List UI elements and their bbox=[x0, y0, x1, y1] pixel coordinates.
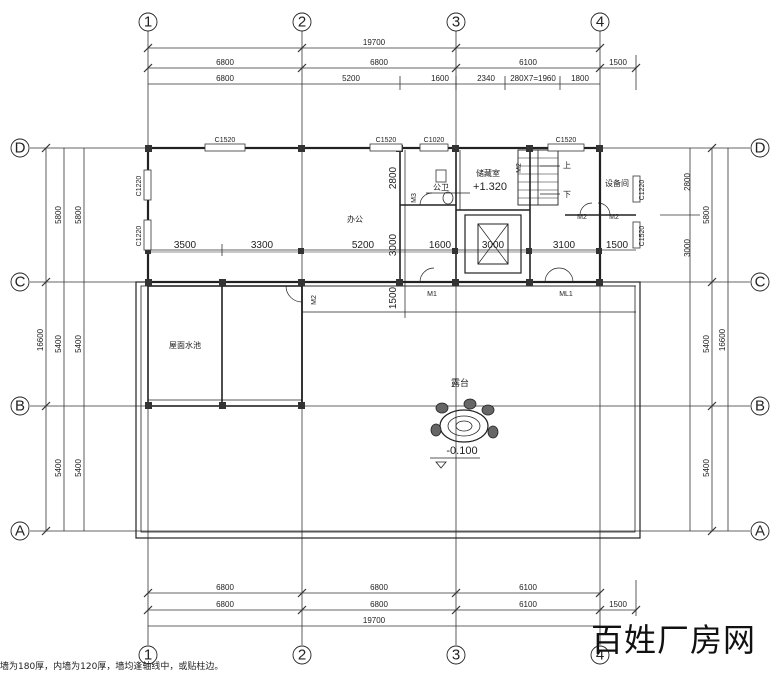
dim-top2-2: 5200 bbox=[342, 74, 360, 83]
door-label-m2-c: M2 bbox=[311, 295, 318, 305]
dim-top2-4: 2340 bbox=[477, 74, 495, 83]
dim-bottom2-2: 6800 bbox=[370, 600, 388, 609]
room-office: 办公 bbox=[347, 214, 363, 224]
room-equipment: 设备间 bbox=[605, 178, 629, 188]
dim-right-1: 5800 bbox=[702, 206, 711, 224]
axis-label-2-bottom: 2 bbox=[298, 647, 306, 664]
dim-top2-5: 280X7=1960 bbox=[510, 74, 556, 83]
dim-bottom2-4: 1500 bbox=[609, 600, 627, 609]
dim-interior-4: 1600 bbox=[429, 240, 452, 251]
dim-left-inner-1: 5800 bbox=[74, 206, 83, 224]
dim-interior-v1: 2800 bbox=[388, 166, 399, 189]
stair-up-label: 上 bbox=[563, 161, 571, 170]
elevator-shaft bbox=[464, 214, 522, 274]
dim-right-inner-1: 2800 bbox=[683, 173, 692, 191]
terrace-table-icon bbox=[430, 398, 499, 443]
dim-bottom-1: 6800 bbox=[216, 583, 234, 592]
window-label-5: C1220 bbox=[136, 176, 143, 197]
dim-interior-1: 3500 bbox=[174, 240, 197, 251]
axis-label-b-right: B bbox=[755, 398, 765, 415]
dim-top-1: 6800 bbox=[216, 58, 234, 67]
structural-columns bbox=[145, 145, 603, 409]
dim-top-4: 1500 bbox=[609, 58, 627, 67]
dim-left-inner-3: 5400 bbox=[74, 459, 83, 477]
dim-bottom-total: 19700 bbox=[363, 616, 386, 625]
door-label-m2-d: M2 bbox=[516, 163, 523, 173]
dim-left-total: 16600 bbox=[36, 328, 45, 351]
door-label-ml1: ML1 bbox=[559, 291, 573, 298]
axis-label-2: 2 bbox=[298, 14, 306, 31]
stair-down-label: 下 bbox=[563, 190, 571, 199]
terrace-level: -0.100 bbox=[446, 445, 477, 457]
axis-label-d: D bbox=[15, 140, 26, 157]
dim-left-inner-2: 5400 bbox=[74, 335, 83, 353]
dim-top2-6: 1800 bbox=[571, 74, 589, 83]
dim-interior-2: 3300 bbox=[251, 240, 274, 251]
window-label-8: C1520 bbox=[639, 226, 646, 247]
dim-top2-3: 1600 bbox=[431, 74, 449, 83]
dim-interior-7: 1500 bbox=[606, 240, 629, 251]
dim-top-3: 6100 bbox=[519, 58, 537, 67]
dim-right-inner-2: 3000 bbox=[683, 239, 692, 257]
dim-top2-1: 6800 bbox=[216, 74, 234, 83]
upper-floor-walls bbox=[146, 146, 602, 284]
dim-left-3: 5400 bbox=[54, 459, 63, 477]
axis-label-3: 3 bbox=[452, 14, 460, 31]
dim-interior-5: 3000 bbox=[482, 240, 505, 251]
dim-interior-v2: 3000 bbox=[388, 233, 399, 256]
window-label-2: C1520 bbox=[376, 137, 397, 144]
dim-interior-6: 3100 bbox=[553, 240, 576, 251]
door-label-m3: M3 bbox=[411, 193, 418, 203]
storage-level: +1.320 bbox=[473, 181, 507, 193]
dim-left-2: 5400 bbox=[54, 335, 63, 353]
window-label-6: C1220 bbox=[136, 226, 143, 247]
dim-interior-3: 5200 bbox=[352, 240, 375, 251]
room-terrace: 露台 bbox=[451, 377, 469, 388]
door-label-m2-b: M2 bbox=[609, 214, 619, 221]
dim-bottom-3: 6100 bbox=[519, 583, 537, 592]
dim-bottom2-3: 6100 bbox=[519, 600, 537, 609]
dim-interior-v3: 1500 bbox=[388, 286, 399, 309]
dim-right-2: 5400 bbox=[702, 335, 711, 353]
dim-bottom2-1: 6800 bbox=[216, 600, 234, 609]
axis-label-a-right: A bbox=[755, 523, 765, 540]
window-label-1: C1520 bbox=[215, 137, 236, 144]
axis-label-a: A bbox=[15, 523, 25, 540]
window-label-7: C1220 bbox=[639, 180, 646, 201]
terrace-outer-wall bbox=[135, 281, 641, 539]
window-label-3: C1020 bbox=[424, 137, 445, 144]
axis-label-4-bottom: 4 bbox=[596, 647, 604, 664]
axis-label-1-bottom: 1 bbox=[144, 647, 152, 664]
axis-label-c-right: C bbox=[755, 274, 766, 291]
dim-top-total: 19700 bbox=[363, 38, 386, 47]
dim-right-total: 16600 bbox=[718, 328, 727, 351]
axis-label-1: 1 bbox=[144, 14, 152, 31]
axis-label-3-bottom: 3 bbox=[452, 647, 460, 664]
room-roof-pool: 屋面水池 bbox=[169, 340, 201, 350]
door-label-m2-a: M2 bbox=[577, 214, 587, 221]
room-storage: 储藏室 bbox=[476, 168, 500, 178]
room-toilet: 公卫 bbox=[433, 183, 449, 192]
axis-label-c: C bbox=[15, 274, 26, 291]
drawing-note: 墙为180厚，内墙为120厚，墙均逢轴线中，或贴柱边。 bbox=[0, 662, 224, 672]
dim-right-3: 5400 bbox=[702, 459, 711, 477]
window-label-4: C1520 bbox=[556, 137, 577, 144]
door-label-m1: M1 bbox=[427, 291, 437, 298]
axis-label-4: 4 bbox=[596, 14, 604, 31]
dim-top-2: 6800 bbox=[370, 58, 388, 67]
dim-left-1: 5800 bbox=[54, 206, 63, 224]
watermark-logo: 百姓厂房网 bbox=[590, 621, 756, 659]
axis-label-b: B bbox=[15, 398, 25, 415]
axis-label-d-right: D bbox=[755, 140, 766, 157]
dim-bottom-2: 6800 bbox=[370, 583, 388, 592]
